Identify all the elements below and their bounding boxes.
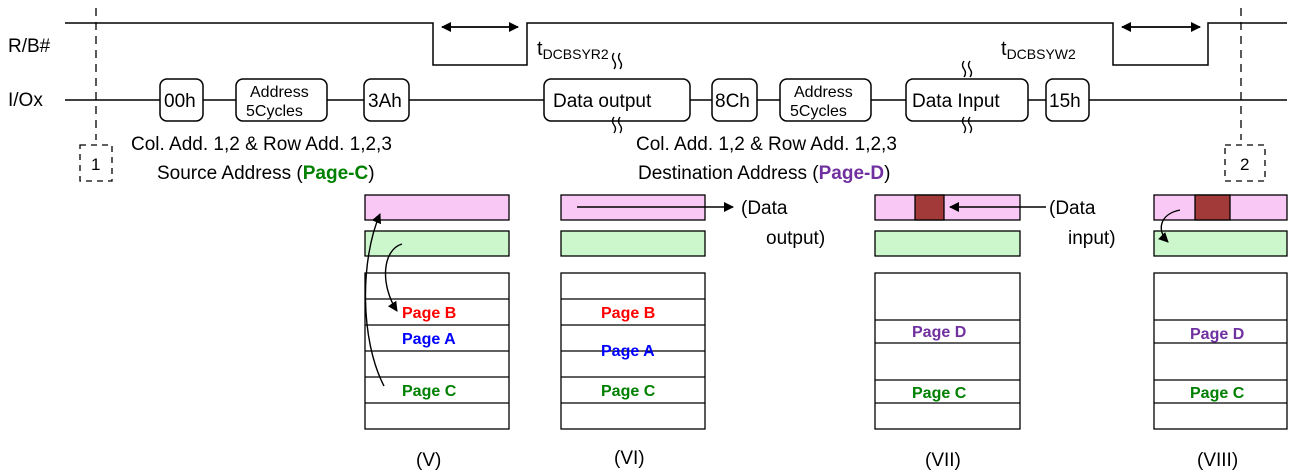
data-input-text: Data Input xyxy=(912,91,1000,112)
arrow-page-register-to-cache xyxy=(1158,209,1181,243)
data-output-annotation-line1: (Data xyxy=(741,198,788,219)
panel-v-page-b: Page B xyxy=(402,305,456,322)
cmd-00h-text: 00h xyxy=(164,91,196,112)
panel-vi-page-c: Page C xyxy=(601,383,656,400)
rb-waveform xyxy=(65,22,1287,66)
panel-viii-page-c: Page C xyxy=(1190,385,1245,402)
rb-signal-label: R/B# xyxy=(8,36,51,57)
source-page-label: Page-C xyxy=(303,163,369,184)
data-output-text: Data output xyxy=(553,91,652,112)
marker-1-box xyxy=(79,144,113,182)
panel-viii-page-d: Page D xyxy=(1190,326,1244,343)
panel-vii-page-d: Page D xyxy=(912,324,966,341)
data-output-box: Data output xyxy=(543,78,691,122)
panel-vi-label: (VI) xyxy=(614,448,645,469)
destination-address-note-line2: Destination Address (Page-D) xyxy=(638,163,890,184)
data-input-box: Data Input xyxy=(905,78,1029,122)
data-block xyxy=(914,194,945,221)
panel-vi-page-b: Page B xyxy=(601,305,655,322)
cmd-8ch-text: 8Ch xyxy=(715,91,750,112)
break-mark-data-input-bottom xyxy=(961,116,973,134)
memory-array xyxy=(874,272,1021,430)
arrow-page-c-to-page-register xyxy=(364,213,385,387)
panel-viii-label: (VIII) xyxy=(1197,450,1238,471)
memory-array xyxy=(1153,272,1288,430)
arrow-cache-to-page-b xyxy=(384,243,403,312)
cmd-00h-box: 00h xyxy=(159,78,204,122)
io-signal-label: I/Ox xyxy=(8,90,43,111)
panel-v-page-c: Page C xyxy=(402,383,457,400)
panel-vii-label: (VII) xyxy=(925,450,961,471)
data-input-annotation-line2: input) xyxy=(1068,228,1116,249)
panel-vii-page-c: Page C xyxy=(912,385,967,402)
panel-v-label: (V) xyxy=(416,450,441,471)
address-cycles-box-2: Address 5Cycles xyxy=(779,78,872,122)
marker-2-text: 2 xyxy=(1240,155,1249,174)
address-cycles-box-1: Address 5Cycles xyxy=(235,78,328,122)
page-register xyxy=(364,194,510,221)
marker-2-box xyxy=(1224,144,1266,182)
source-address-note-line2: Source Address (Page-C) xyxy=(157,163,375,184)
panel-vii: Page D Page C (Data input) (VII) xyxy=(874,194,1116,471)
destination-address-note-line1: Col. Add. 1,2 & Row Add. 1,2,3 xyxy=(636,134,897,155)
destination-page-label: Page-D xyxy=(819,163,884,184)
cmd-15h-text: 15h xyxy=(1049,91,1081,112)
marker-1-text: 1 xyxy=(91,155,100,174)
data-block xyxy=(1194,194,1231,221)
cmd-8ch-box: 8Ch xyxy=(711,78,758,122)
address-2-line2: 5Cycles xyxy=(790,103,847,120)
data-input-annotation-line1: (Data xyxy=(1049,198,1096,219)
panel-vi: Page B Page A Page C (Data output) (VI) xyxy=(560,194,825,469)
source-address-note-line1: Col. Add. 1,2 & Row Add. 1,2,3 xyxy=(131,134,392,155)
address-2-line1: Address xyxy=(794,84,853,101)
cache-register xyxy=(364,230,510,257)
cmd-15h-box: 15h xyxy=(1045,78,1090,122)
panel-v: Page B Page A Page C (V) xyxy=(364,194,510,471)
cmd-3ah-box: 3Ah xyxy=(363,78,410,122)
panel-vi-page-a: Page A xyxy=(601,343,655,360)
data-output-annotation-line2: output) xyxy=(766,228,825,249)
cache-register xyxy=(1153,230,1288,257)
break-mark-data-input-top xyxy=(961,60,973,78)
break-mark-data-output-bottom xyxy=(611,116,623,134)
break-mark-data-output-top xyxy=(611,52,623,70)
address-1-line2: 5Cycles xyxy=(246,103,303,120)
address-1-line1: Address xyxy=(250,84,309,101)
cache-register xyxy=(874,230,1021,257)
panel-viii: Page D Page C (VIII) xyxy=(1153,194,1288,471)
cache-register xyxy=(560,230,706,257)
panel-v-page-a: Page A xyxy=(402,331,456,348)
cmd-3ah-text: 3Ah xyxy=(368,91,402,112)
tdcbsyr2-label: tDCBSYR2 xyxy=(537,38,609,62)
tdcbsyw2-label: tDCBSYW2 xyxy=(1001,38,1076,62)
